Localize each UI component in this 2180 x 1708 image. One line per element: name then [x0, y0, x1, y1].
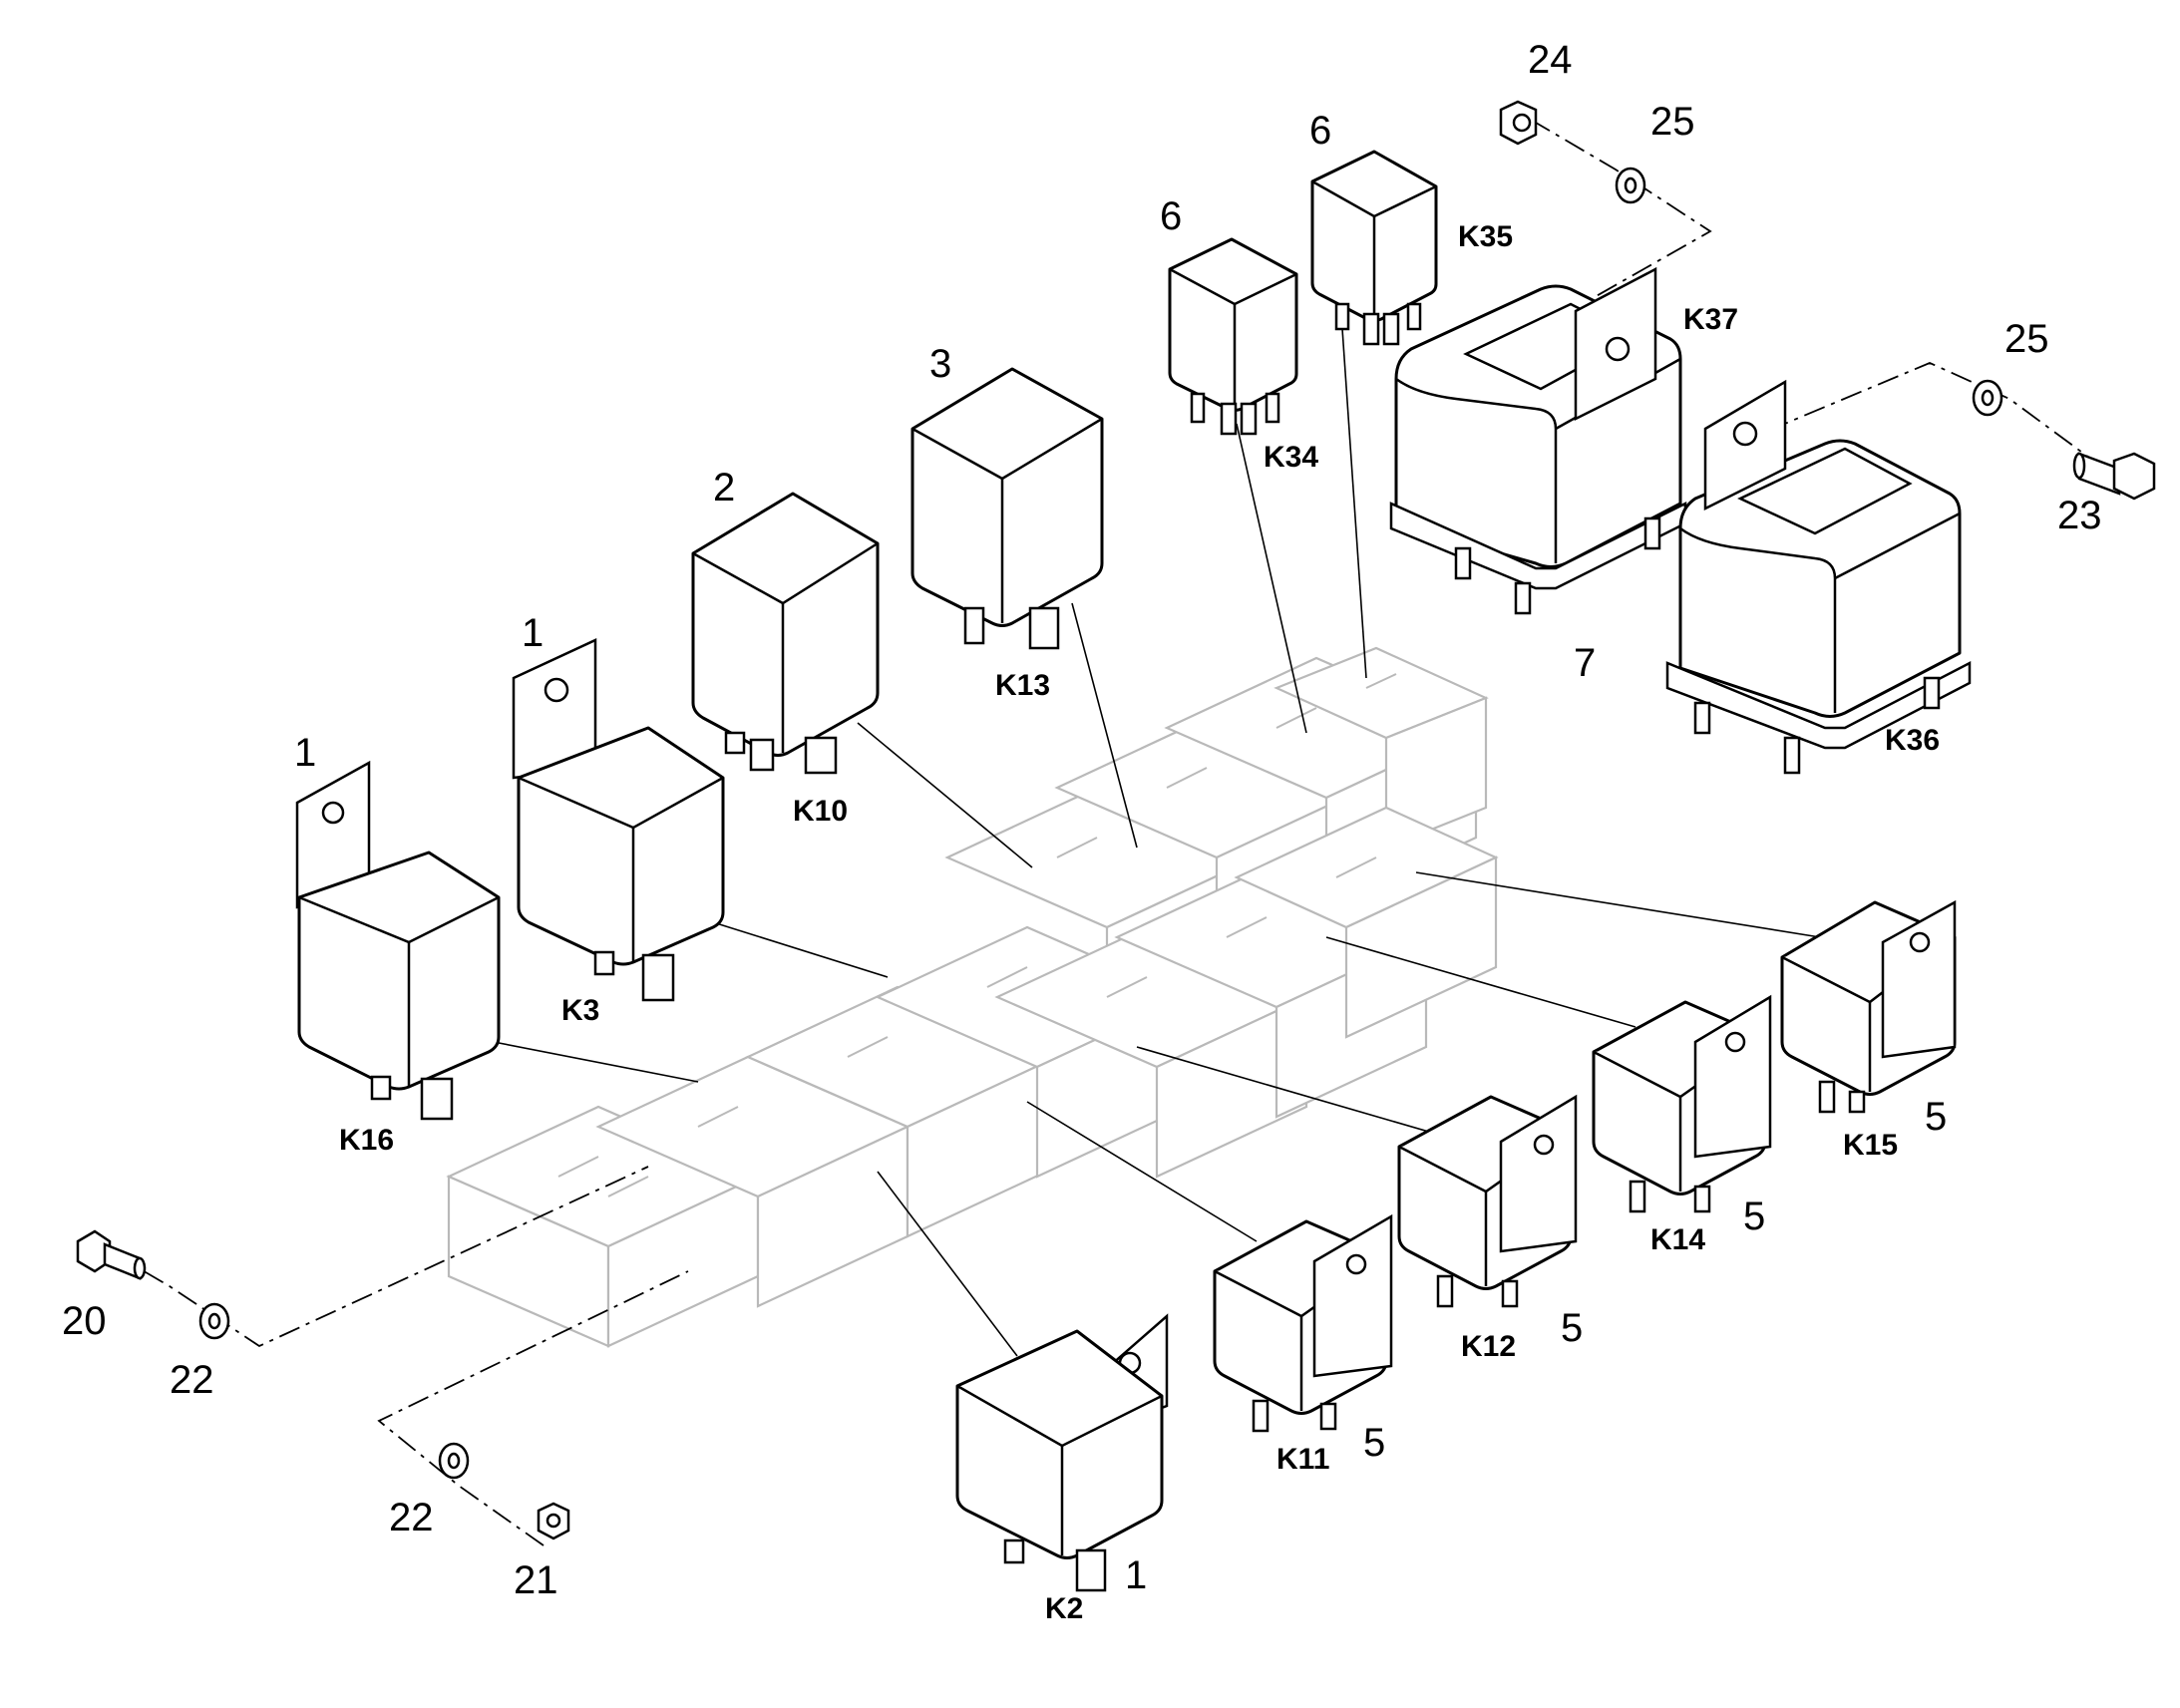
item-number: 5 — [1925, 1095, 1947, 1139]
item-number: 25 — [1650, 100, 1695, 144]
relay-k16 — [295, 760, 501, 1121]
item-number: 5 — [1561, 1306, 1583, 1350]
relay-k15 — [1780, 899, 1957, 1114]
relay-label-k37: K37 — [1683, 303, 1738, 336]
item-number: 1 — [1125, 1553, 1147, 1597]
relay-label-k14: K14 — [1650, 1223, 1705, 1256]
relay-k12 — [1397, 1094, 1578, 1308]
relay-label-k16: K16 — [339, 1124, 394, 1157]
relay-k34 — [1168, 237, 1298, 436]
item-number: 7 — [1574, 641, 1596, 685]
relay-k35 — [1310, 150, 1438, 346]
bolt-right — [2072, 452, 2156, 501]
washer-bottom — [438, 1442, 470, 1480]
item-number: 25 — [2004, 317, 2049, 361]
item-number: 5 — [1363, 1421, 1385, 1465]
relay-socket-block — [446, 646, 1499, 1348]
relay-label-k12: K12 — [1461, 1330, 1516, 1363]
relay-label-k36: K36 — [1885, 724, 1940, 757]
relay-label-k34: K34 — [1264, 441, 1318, 474]
item-number: 1 — [294, 731, 316, 775]
relay-label-k13: K13 — [995, 669, 1050, 702]
washer-top — [1615, 167, 1646, 204]
item-number: 21 — [514, 1558, 558, 1602]
relay-label-k15: K15 — [1843, 1129, 1898, 1162]
item-number: 20 — [62, 1299, 107, 1343]
item-number: 22 — [389, 1496, 434, 1539]
relay-k36 — [1665, 379, 1972, 775]
bolt-left — [76, 1229, 147, 1280]
item-number: 6 — [1309, 109, 1331, 153]
relay-k13 — [910, 367, 1104, 650]
relay-label-k11: K11 — [1276, 1443, 1329, 1476]
socket-slots — [557, 673, 1397, 1197]
relay-label-k35: K35 — [1458, 220, 1513, 253]
item-number-labels: 1 1 2 3 6 6 24 25 25 23 7 5 5 5 5 1 20 2… — [62, 38, 2102, 1602]
nut-top — [1499, 100, 1538, 146]
item-number: 1 — [522, 611, 544, 655]
item-number: 24 — [1528, 38, 1573, 82]
washer-right — [1972, 379, 2003, 417]
nut-bottom — [537, 1502, 570, 1540]
relay-k11 — [1213, 1213, 1393, 1433]
item-number: 23 — [2057, 494, 2102, 537]
relay-k14 — [1592, 994, 1772, 1213]
relay-label-k3: K3 — [561, 994, 599, 1027]
relay-label-k10: K10 — [793, 795, 848, 828]
washer-left — [198, 1302, 230, 1340]
item-number: 5 — [1743, 1195, 1765, 1238]
relay-k3 — [512, 638, 725, 1002]
item-number: 2 — [713, 466, 735, 510]
relay-k37 — [1389, 266, 1687, 615]
relay-reference-labels: K16 K3 K10 K13 K34 K35 K37 K36 K15 K14 K… — [339, 220, 1940, 1625]
leader-lines — [493, 313, 1821, 1357]
item-number: 6 — [1160, 194, 1182, 238]
socket-row-middle — [994, 806, 1499, 1179]
item-number: 22 — [170, 1358, 214, 1402]
item-number: 3 — [929, 342, 951, 386]
relay-label-k2: K2 — [1045, 1592, 1083, 1625]
relay-k10 — [691, 492, 880, 775]
relay-k2 — [955, 1313, 1169, 1592]
